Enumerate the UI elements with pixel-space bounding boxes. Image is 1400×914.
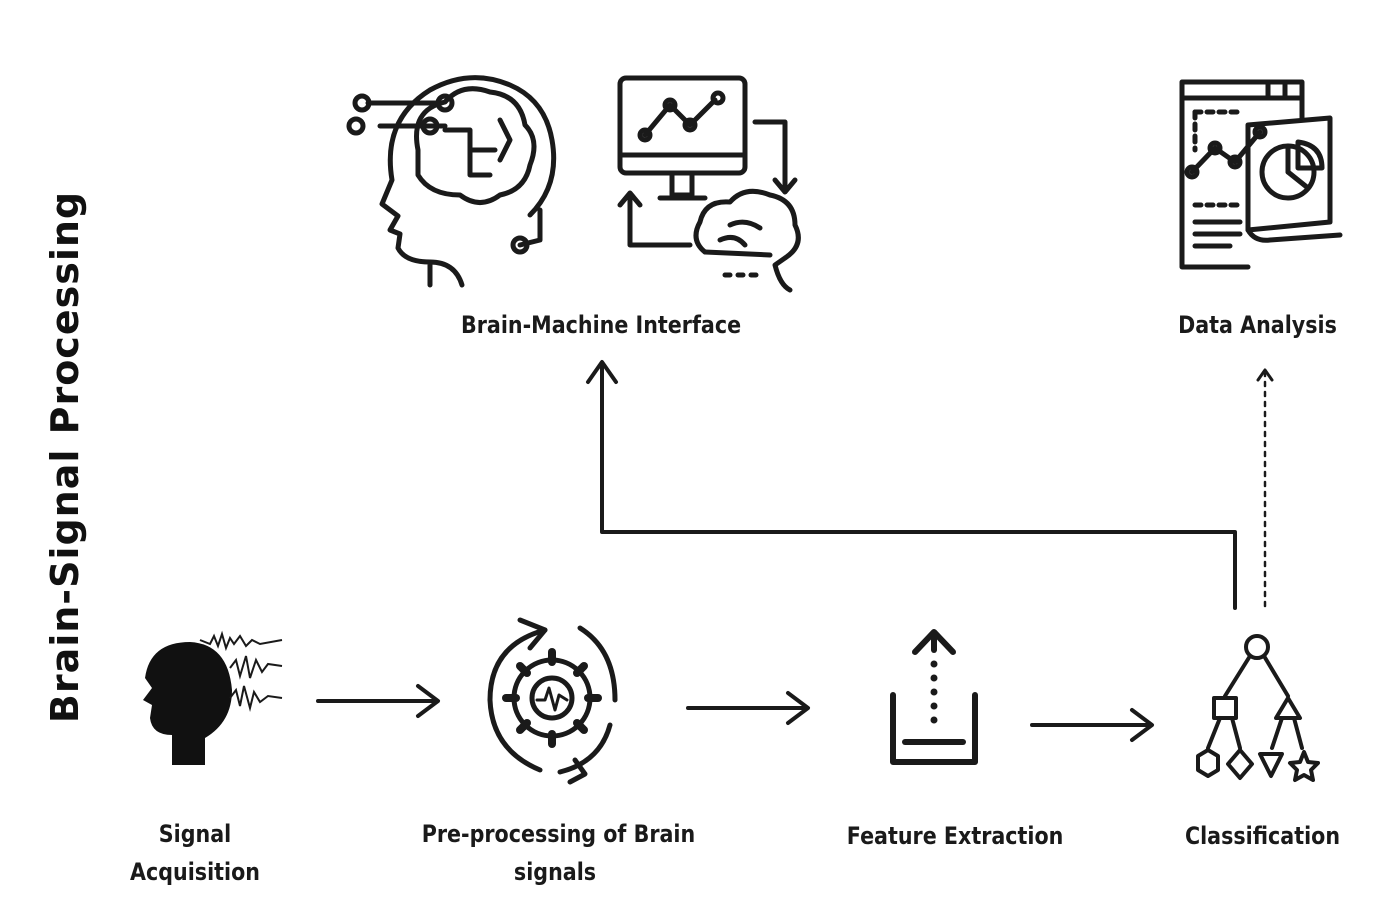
preprocessing-label: Pre-processing of Brain signals: [421, 815, 696, 891]
report-chart-icon: [1179, 79, 1343, 270]
arrow-feature-to-classification: [1030, 708, 1154, 742]
arrow-classification-to-bmi: [586, 360, 1237, 610]
signal-acquisition-line2: Acquisition: [130, 858, 260, 886]
decision-tree-icon: [1196, 634, 1320, 782]
bmi-label: Brain-Machine Interface: [461, 311, 742, 339]
signal-acquisition-line1: Signal: [158, 820, 232, 848]
data-analysis-label: Data Analysis: [1178, 311, 1337, 339]
arrow-acquisition-to-preprocessing: [316, 684, 440, 718]
brain-circuit-head-icon: [346, 75, 557, 288]
arrow-classification-to-data-analysis: [1256, 368, 1274, 608]
flow-arrows: [316, 360, 1274, 742]
classification-label: Classification: [1184, 822, 1341, 850]
signal-acquisition-label: Signal Acquisition: [122, 815, 268, 891]
head-signal-icon: [143, 630, 283, 765]
feature-extraction-label: Feature Extraction: [846, 822, 1064, 850]
monitor-cloud-cycle-icon: [617, 75, 801, 293]
arrow-preprocessing-to-feature: [686, 691, 810, 725]
upload-tray-icon: [890, 629, 978, 765]
preprocessing-line2: signals: [513, 858, 597, 886]
preprocessing-line1: Pre-processing of Brain: [421, 820, 696, 848]
gear-cycle-icon: [487, 617, 618, 785]
